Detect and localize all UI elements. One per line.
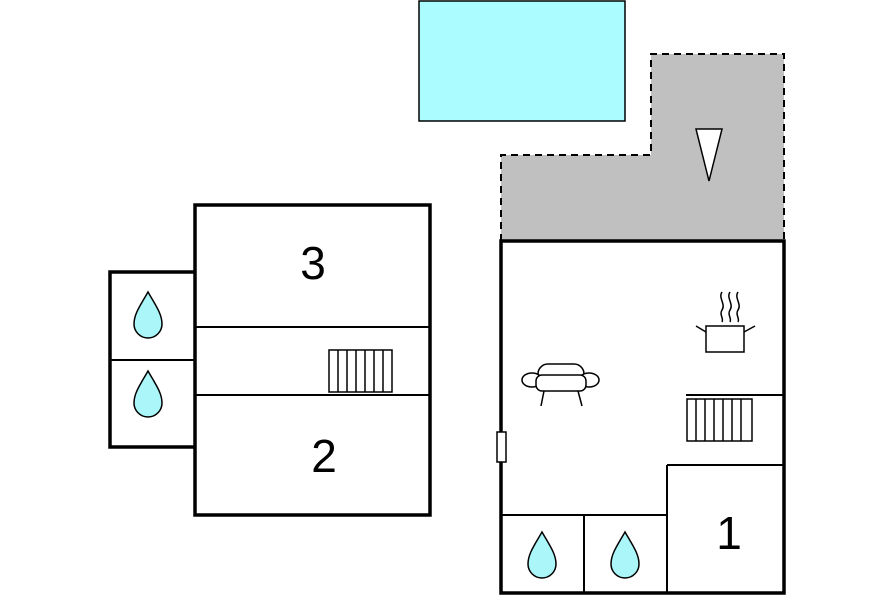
room-label-3: 3 (300, 237, 326, 289)
water-drop-icon (610, 530, 640, 579)
room-label-2: 2 (311, 430, 337, 482)
room-label-1: 1 (716, 507, 742, 559)
sofa-icon (521, 363, 600, 407)
cooking-pot-icon (695, 291, 756, 353)
pool-icon (418, 0, 626, 122)
entrance-arrow-icon (695, 128, 723, 182)
water-drop-icon (133, 369, 163, 418)
left-building (108, 203, 432, 517)
radiator-icon (328, 349, 393, 393)
water-drop-icon (527, 530, 557, 579)
water-drop-icon (133, 290, 163, 339)
right-building (499, 239, 786, 595)
radiator-icon (686, 398, 753, 442)
door-icon (496, 431, 507, 463)
terrace-area (500, 53, 785, 241)
